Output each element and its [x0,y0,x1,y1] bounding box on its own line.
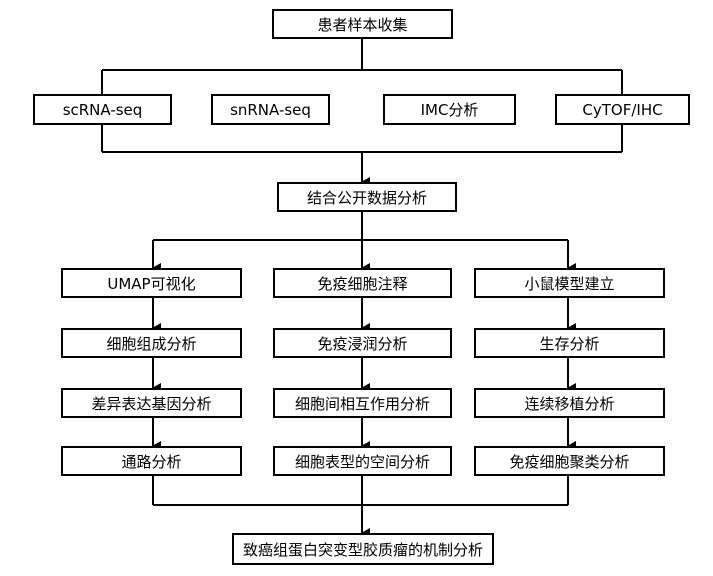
node-col3-step4: 免疫细胞聚类分析 [474,446,665,476]
node-col2-step2: 免疫浸润分析 [273,328,452,358]
node-col1-step1: UMAP可视化 [61,268,242,298]
node-method-imc: IMC分析 [383,94,516,125]
node-col1-step2: 细胞组成分析 [61,328,242,358]
node-method-snrna: snRNA-seq [211,94,330,125]
node-col1-step3: 差异表达基因分析 [61,388,242,418]
node-combine-public-data: 结合公开数据分析 [277,182,457,212]
node-method-scrna: scRNA-seq [33,94,172,125]
node-sample-collection: 患者样本收集 [272,9,453,39]
node-col3-step3: 连续移植分析 [474,388,665,418]
node-col2-step4: 细胞表型的空间分析 [273,446,452,476]
node-col1-step4: 通路分析 [61,446,242,476]
node-col3-step2: 生存分析 [474,328,665,358]
node-col2-step3: 细胞间相互作用分析 [273,388,452,418]
node-col2-step1: 免疫细胞注释 [273,268,452,298]
node-col3-step1: 小鼠模型建立 [474,268,665,298]
node-method-cytof: CyTOF/IHC [555,94,690,125]
node-mechanism-analysis: 致癌组蛋白突变型胶质瘤的机制分析 [232,533,494,565]
